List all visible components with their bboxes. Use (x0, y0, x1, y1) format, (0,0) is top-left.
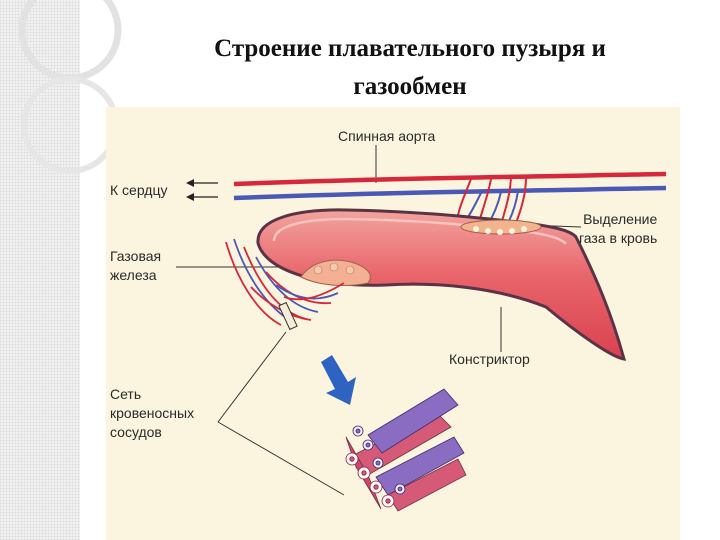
swim-bladder-diagram: Спинная аорта К сердцу Выделение газа в … (106, 107, 680, 540)
left-arrow-icon (186, 179, 218, 201)
swim-bladder-inner-wall (272, 217, 567, 245)
cardinal-vein (233, 185, 667, 201)
label-dorsal-aorta: Спинная аорта (338, 128, 436, 144)
slide-title-line-1: Строение плавательного пузыря и (214, 35, 606, 62)
dorsal-aorta (233, 171, 667, 187)
vessel-network-bundle (345, 388, 467, 512)
label-to-heart: К сердцу (110, 182, 168, 198)
label-gas-release: Выделение газа в кровь (579, 211, 658, 246)
slide-title: Строение плавательного пузыря и газообме… (130, 30, 690, 106)
label-vessel-network: Сеть кровеносных сосудов (110, 386, 195, 440)
label-constrictor: Констриктор (449, 351, 530, 367)
swim-bladder (256, 208, 627, 361)
label-gas-gland: Газовая железа (110, 248, 162, 283)
constrictor-band (278, 301, 298, 331)
slide-title-line-2: газообмен (353, 73, 467, 100)
gas-gland (300, 259, 371, 286)
down-arrow-icon (321, 355, 356, 405)
oval-body (460, 219, 542, 235)
diagram-drawing (176, 145, 667, 512)
